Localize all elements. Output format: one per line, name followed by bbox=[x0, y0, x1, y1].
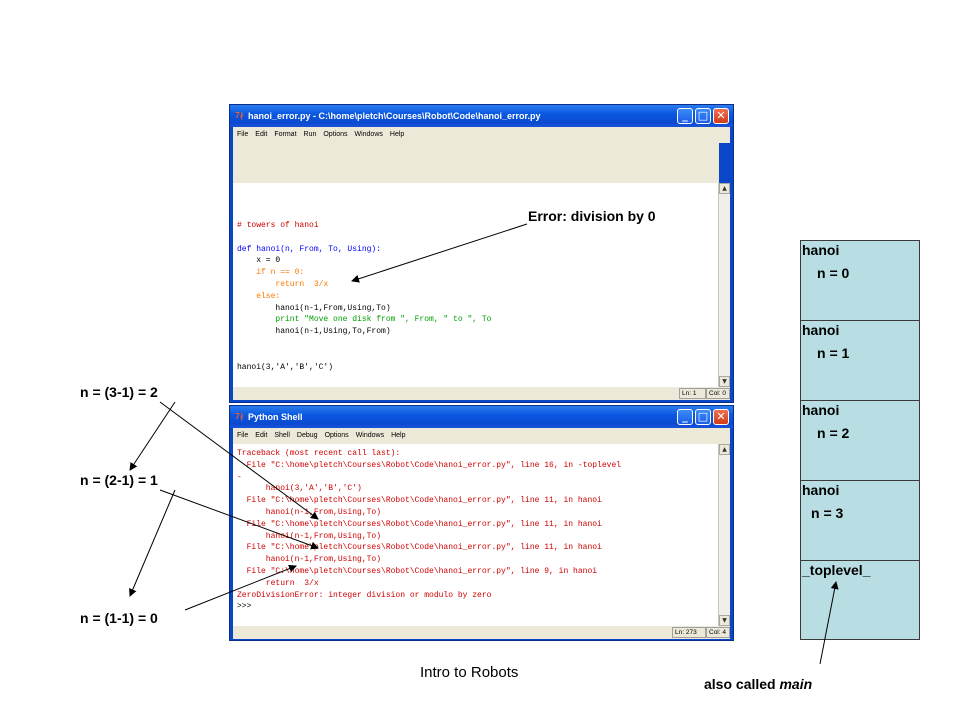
stack-frame: hanoi n = 1 bbox=[801, 321, 919, 401]
menu-help[interactable]: Help bbox=[391, 432, 406, 439]
shell-window: 7∤ Python Shell _ □ ✕ File Edit Shell Debug… bbox=[229, 405, 734, 641]
column-number: Col: 4 bbox=[706, 627, 730, 638]
code-line: x = 0 bbox=[237, 256, 281, 266]
editor-window: 7∤ hanoi_error.py - C:\home\pletch\Cours… bbox=[229, 104, 734, 403]
code-line bbox=[237, 350, 491, 362]
code-editor[interactable]: # towers of hanoi def hanoi(n, From, To, … bbox=[233, 183, 719, 387]
frame-value: n = 0 bbox=[817, 265, 850, 281]
menu-windows[interactable]: Windows bbox=[355, 432, 385, 439]
menu-help[interactable]: Help bbox=[389, 131, 405, 138]
menu-format[interactable]: Format bbox=[274, 131, 297, 138]
menu-file[interactable]: File bbox=[237, 432, 249, 439]
code-line: return 3/x bbox=[237, 279, 329, 289]
frame-value: n = 1 bbox=[817, 345, 850, 361]
code-line: hanoi(n-1,From,Using,To) bbox=[237, 531, 382, 541]
menu-edit[interactable]: Edit bbox=[255, 432, 268, 439]
editor-title: hanoi_error.py - C:\home\pletch\Courses\… bbox=[248, 111, 541, 121]
close-button[interactable]: ✕ bbox=[713, 108, 729, 124]
code-line: Traceback (most recent call last): bbox=[237, 449, 401, 458]
code-line: hanoi(3,'A','B','C') bbox=[237, 362, 334, 372]
frame-name: hanoi bbox=[802, 482, 840, 498]
code-line: - bbox=[237, 472, 242, 482]
code-line: hanoi(n-1,Using,To,From) bbox=[237, 327, 391, 337]
n-equals-0-label: n = (1-1) = 0 bbox=[80, 610, 158, 626]
shell-title: Python Shell bbox=[248, 412, 303, 422]
scroll-up-arrow[interactable]: ▲ bbox=[719, 444, 730, 455]
close-button[interactable]: ✕ bbox=[713, 409, 729, 425]
code-line: # towers of hanoi bbox=[237, 221, 319, 230]
menu-options[interactable]: Options bbox=[324, 432, 349, 439]
code-line: File "C:\home\pletch\Courses\Robot\Code\… bbox=[237, 566, 598, 576]
menu-run[interactable]: Run bbox=[303, 131, 317, 138]
code-line: File "C:\home\pletch\Courses\Robot\Code\… bbox=[237, 543, 602, 553]
frame-name: _toplevel_ bbox=[802, 562, 871, 578]
frame-name: hanoi bbox=[802, 242, 840, 258]
error-annotation: Error: division by 0 bbox=[528, 208, 656, 224]
code-line: def hanoi(n, From, To, Using): bbox=[237, 244, 382, 254]
line-number: Ln: 1 bbox=[679, 388, 706, 399]
maximize-button[interactable]: □ bbox=[695, 108, 711, 124]
frame-value: n = 2 bbox=[817, 425, 850, 441]
scroll-down-arrow[interactable]: ▼ bbox=[719, 615, 730, 626]
stack-frame: hanoi n = 2 bbox=[801, 401, 919, 481]
code-line: else: bbox=[237, 291, 281, 301]
code-line bbox=[237, 232, 491, 244]
minimize-button[interactable]: _ bbox=[677, 108, 693, 124]
shell-statusbar: Ln: 273 Col: 4 bbox=[233, 626, 730, 639]
also-called-prefix: also called bbox=[704, 676, 780, 692]
n-equals-2-label: n = (3-1) = 2 bbox=[80, 384, 158, 400]
code-line: hanoi(n-1,From,Using,To) bbox=[237, 303, 391, 313]
arrow-n1-to-n0 bbox=[129, 489, 176, 597]
frame-name: hanoi bbox=[802, 322, 840, 338]
menu-windows[interactable]: Windows bbox=[354, 131, 383, 138]
call-stack: hanoi n = 0 hanoi n = 1 hanoi n = 2 hanoi n = 3… bbox=[800, 240, 920, 640]
menu-edit[interactable]: Edit bbox=[255, 131, 268, 138]
menu-file[interactable]: File bbox=[237, 131, 249, 138]
frame-value: n = 3 bbox=[811, 505, 844, 521]
code-line: hanoi(n-1,From,Using,To) bbox=[237, 507, 382, 517]
editor-titlebar[interactable]: 7∤ hanoi_error.py - C:\home\pletch\Cours… bbox=[230, 105, 733, 127]
code-line: hanoi(3,'A','B','C') bbox=[237, 484, 362, 494]
scroll-down-arrow[interactable]: ▼ bbox=[719, 376, 730, 387]
menu-options[interactable]: Options bbox=[323, 131, 348, 138]
code-line: File "C:\home\pletch\Courses\Robot\Code\… bbox=[237, 519, 602, 529]
column-number: Col: 0 bbox=[706, 388, 730, 399]
minimize-button[interactable]: _ bbox=[677, 409, 693, 425]
stack-frame: _toplevel_ bbox=[801, 561, 919, 641]
n-equals-1-label: n = (2-1) = 1 bbox=[80, 472, 158, 488]
editor-toolbar-strip bbox=[233, 143, 719, 183]
code-line: if n == 0: bbox=[237, 268, 305, 278]
shell-scrollbar[interactable]: ▲ ▼ bbox=[718, 444, 730, 626]
stack-frame: hanoi n = 3 bbox=[801, 481, 919, 561]
shell-menubar: File Edit Shell Debug Options Windows Help bbox=[233, 428, 730, 444]
editor-statusbar: Ln: 1 Col: 0 bbox=[233, 387, 730, 400]
stack-frame: hanoi n = 0 bbox=[801, 241, 919, 321]
code-line: >>> bbox=[237, 602, 257, 612]
menu-shell[interactable]: Shell bbox=[274, 432, 290, 439]
menu-debug[interactable]: Debug bbox=[296, 432, 318, 439]
frame-name: hanoi bbox=[802, 402, 840, 418]
code-line: File "C:\home\pletch\Courses\Robot\Code\… bbox=[237, 460, 622, 470]
code-line: print "Move one disk from ", From, " to … bbox=[237, 315, 492, 325]
scroll-up-arrow[interactable]: ▲ bbox=[719, 183, 730, 194]
line-number: Ln: 273 bbox=[672, 627, 706, 638]
main-word: main bbox=[779, 676, 813, 692]
code-line: return 3/x bbox=[237, 578, 319, 588]
code-line: hanoi(n-1,From,Using,To) bbox=[237, 555, 382, 565]
python-idle-icon: 7∤ bbox=[235, 412, 244, 421]
code-line bbox=[237, 338, 491, 350]
footer-text: Intro to Robots bbox=[420, 664, 519, 681]
editor-scrollbar[interactable]: ▲ ▼ bbox=[718, 183, 730, 387]
editor-menubar: File Edit Format Run Options Windows Help bbox=[233, 127, 730, 143]
shell-titlebar[interactable]: 7∤ Python Shell _ □ ✕ bbox=[230, 406, 733, 428]
maximize-button[interactable]: □ bbox=[695, 409, 711, 425]
python-idle-icon: 7∤ bbox=[235, 111, 244, 120]
shell-output[interactable]: Traceback (most recent call last): File … bbox=[233, 444, 719, 626]
code-line: File "C:\home\pletch\Courses\Robot\Code\… bbox=[237, 496, 602, 506]
code-line: ZeroDivisionError: integer division or m… bbox=[237, 590, 492, 600]
arrow-n2-to-n1 bbox=[129, 401, 176, 471]
also-called-main-label: also called main bbox=[704, 676, 812, 692]
